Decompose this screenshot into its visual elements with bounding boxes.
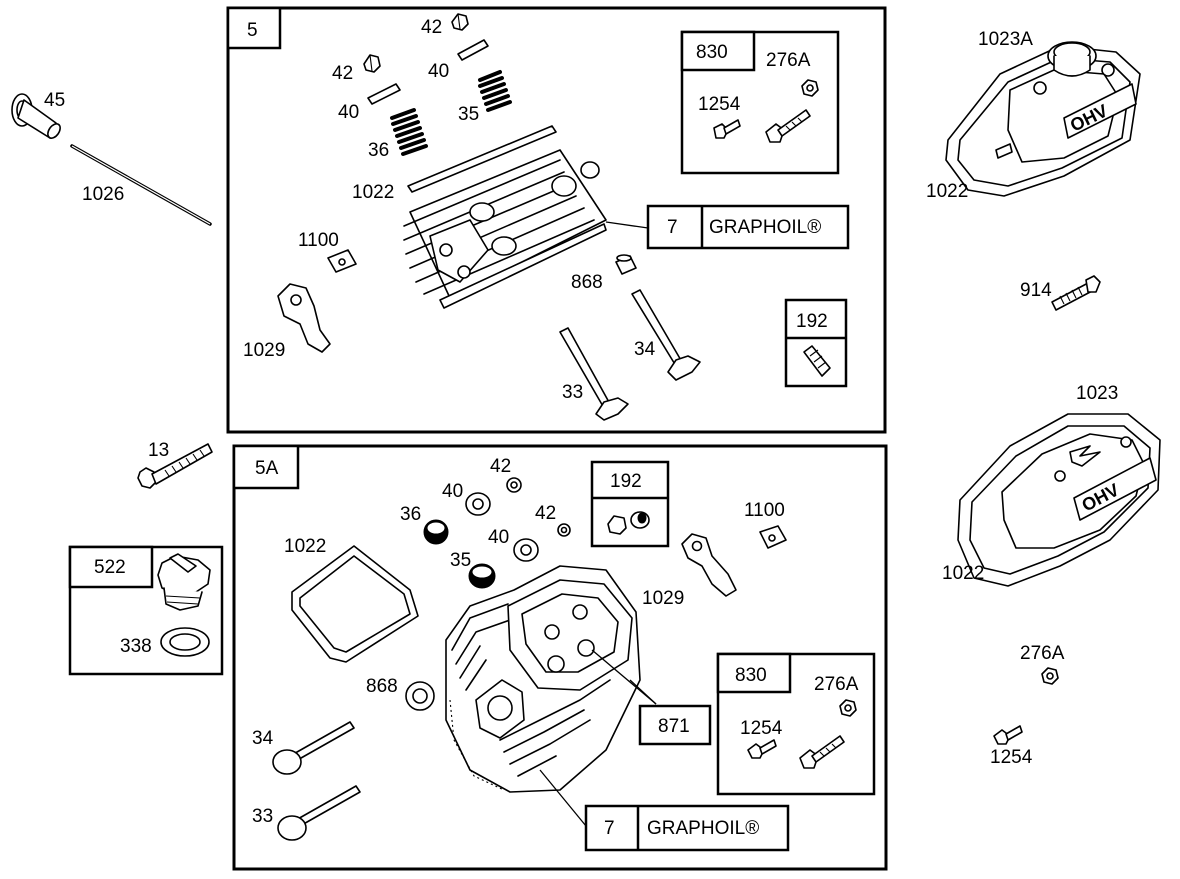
- callout-868-top: 868: [571, 272, 603, 293]
- graphoil-box-top: 7 GRAPHOIL®: [646, 204, 850, 250]
- kit-192-label-top: 192: [796, 311, 828, 332]
- callout-1100-5A: 1100: [744, 500, 785, 521]
- callout-36: 36: [368, 140, 389, 161]
- cylinder-head-5A: [445, 565, 641, 793]
- callout-42-5A-a: 42: [490, 456, 511, 477]
- kit-830-label-top: 830: [696, 42, 728, 63]
- graphoil-id-5A: 7: [604, 818, 615, 839]
- callout-36-5A: 36: [400, 504, 421, 525]
- callout-276A-right: 276A: [1020, 643, 1065, 664]
- graphoil-box-5A: 7 GRAPHOIL®: [584, 804, 790, 852]
- callout-40-5A-b: 40: [488, 527, 509, 548]
- kit-830-276A-top: 276A: [766, 50, 811, 71]
- part-36-spring-5A: [423, 519, 449, 545]
- callout-42a: 42: [421, 17, 442, 38]
- part-1254-bolt-right: [993, 725, 1023, 745]
- part-40-retainer-5A-a: [465, 492, 491, 516]
- part-276A-washer: [1041, 667, 1059, 685]
- callout-914: 914: [1020, 280, 1052, 301]
- part-40-retainer-a: [457, 39, 489, 61]
- part-35-spring-5A: [468, 563, 496, 589]
- panel-5A: 5A 42 40 42 36 40 35 19: [232, 444, 888, 871]
- callout-40a: 40: [428, 61, 449, 82]
- part-42-keeper-5A-a: [506, 477, 522, 493]
- valve-cover-1023A: OHV: [945, 41, 1141, 197]
- callout-33-top: 33: [562, 382, 583, 403]
- callout-40b: 40: [338, 102, 359, 123]
- callout-1254-right: 1254: [990, 747, 1033, 768]
- callout-1029-5A: 1029: [642, 588, 684, 609]
- oil-fill-cap: [157, 553, 211, 611]
- kit-192-label-5A: 192: [610, 471, 642, 492]
- callout-868-5A: 868: [366, 676, 398, 697]
- part-34-valve-5A: [272, 721, 355, 775]
- graphoil-label-5A: GRAPHOIL®: [647, 818, 759, 839]
- part-40-retainer-b: [367, 83, 401, 105]
- part-42-keeper-b: [363, 54, 381, 73]
- part-868-top: [615, 254, 637, 275]
- part-35-spring: [478, 70, 512, 112]
- kit-830-1254-top: 1254: [698, 94, 741, 115]
- kit-522-box: 522 338: [68, 545, 224, 676]
- callout-1023: 1023: [1076, 383, 1118, 404]
- part-1022-gasket: [407, 125, 557, 193]
- part-13-bolt: [137, 443, 213, 489]
- part-45-tube: [11, 93, 61, 139]
- kit-830-1254-5A: 1254: [740, 718, 783, 739]
- panel-5: 5 42 40 42 40 35 36: [226, 6, 887, 434]
- callout-42b: 42: [332, 63, 353, 84]
- callout-35-5A: 35: [450, 550, 471, 571]
- callout-338: 338: [120, 636, 152, 657]
- part-34-valve-top: [631, 289, 701, 381]
- panel-5A-label: 5A: [255, 458, 279, 479]
- kit-830-276A-5A: 276A: [814, 674, 859, 695]
- kit-871-label: 871: [658, 716, 690, 737]
- kit-522-label: 522: [94, 557, 126, 578]
- callout-35: 35: [458, 104, 479, 125]
- part-36-spring: [390, 108, 428, 156]
- callout-1022: 1022: [352, 182, 394, 203]
- part-1029-rocker-top: [277, 283, 331, 353]
- callout-1022-right-a: 1022: [926, 181, 968, 202]
- part-42-keeper-5A-b: [557, 523, 571, 537]
- panel-5-label: 5: [247, 20, 258, 41]
- callout-1022-right-b: 1022: [942, 563, 984, 584]
- callout-33-5A: 33: [252, 806, 273, 827]
- part-868-5A: [405, 681, 435, 711]
- callout-45: 45: [44, 90, 65, 111]
- part-1022-gasket-5A: [291, 545, 419, 663]
- kit-830-box-5A: 830 276A 1254: [716, 652, 876, 796]
- part-1100-top: [327, 249, 357, 273]
- part-1029-rocker-5A: [681, 533, 737, 597]
- callout-40-5A-a: 40: [442, 481, 463, 502]
- callout-42-5A-b: 42: [535, 503, 556, 524]
- kit-871-box: 871: [638, 704, 712, 746]
- part-40-retainer-5A-b: [513, 538, 539, 562]
- part-914-bolt: [1051, 275, 1101, 311]
- callout-1022-5A: 1022: [284, 536, 326, 557]
- callout-34-top: 34: [634, 339, 656, 360]
- graphoil-label-top: GRAPHOIL®: [709, 217, 821, 238]
- part-1100-5A: [759, 525, 787, 549]
- callout-13: 13: [148, 440, 169, 461]
- part-338-oring: [160, 627, 210, 657]
- kit-830-box-top: 830 276A 1254: [680, 30, 840, 175]
- kit-192-box-5A: 192: [590, 460, 670, 548]
- graphoil-id-top: 7: [667, 217, 678, 238]
- callout-1026: 1026: [82, 184, 124, 205]
- valve-cover-1023: OHV: [957, 413, 1161, 587]
- part-42-keeper-a: [451, 13, 469, 31]
- part-1026-pushrod: [70, 144, 212, 226]
- part-33-valve-5A: [277, 785, 361, 841]
- callout-34-5A: 34: [252, 728, 274, 749]
- kit-192-box-top: 192: [784, 298, 848, 388]
- cylinder-head: [403, 149, 607, 309]
- callout-1023A: 1023A: [978, 29, 1033, 50]
- callout-1029-top: 1029: [243, 340, 285, 361]
- part-33-valve-top: [559, 327, 629, 421]
- kit-830-label-5A: 830: [735, 665, 767, 686]
- callout-1100-top: 1100: [298, 230, 339, 251]
